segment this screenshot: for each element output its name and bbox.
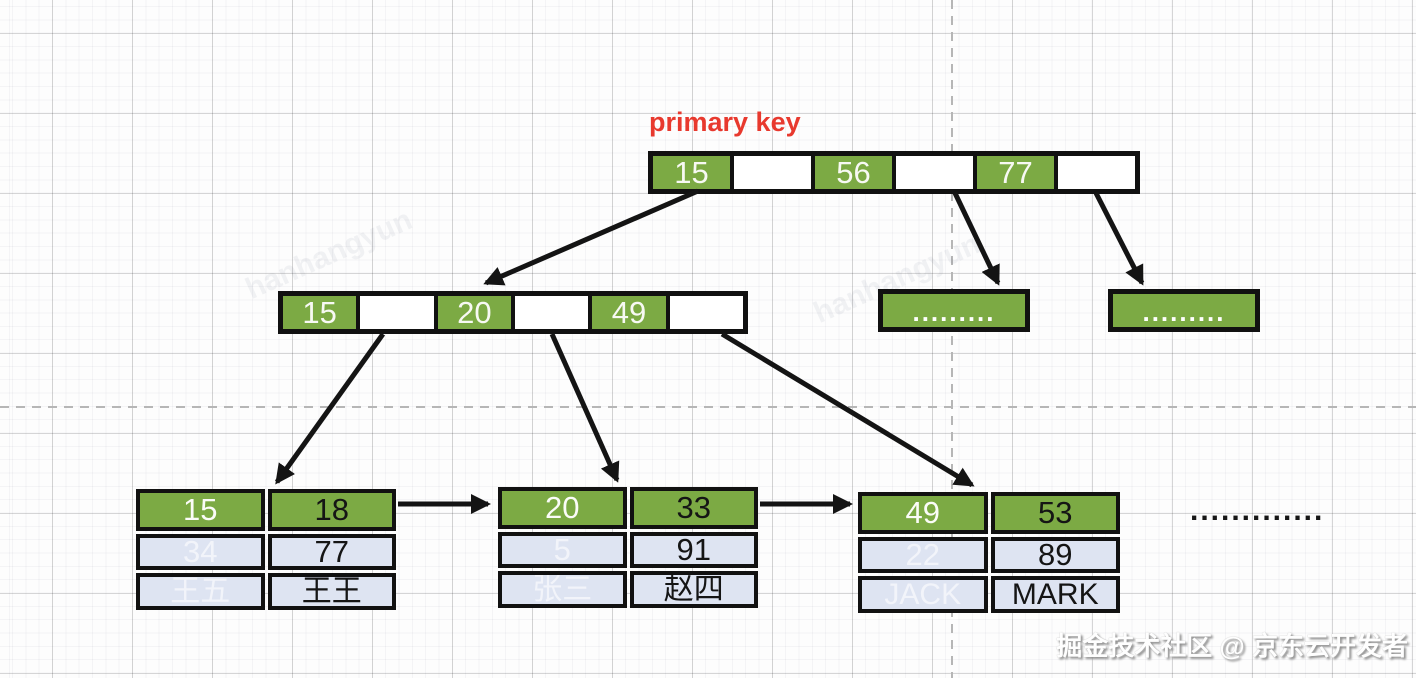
table-row: 34 77: [136, 534, 396, 570]
internal-node-pointer-cell: [669, 296, 743, 329]
arrow-internal-to-leaf3: [720, 331, 975, 488]
overflow-node-dots: .........: [1113, 294, 1255, 327]
table-row: 20 33: [498, 487, 758, 529]
leaf-cell: 张三: [498, 571, 627, 608]
table-row: 张三 赵四: [498, 571, 758, 608]
leaf-cell: 王王: [267, 573, 396, 610]
overflow-node-dots: .........: [883, 294, 1025, 327]
leaf-cell: 53: [990, 492, 1120, 534]
more-leaves-dots: .............: [1190, 494, 1325, 527]
overflow-node-right: .........: [1108, 289, 1260, 332]
leaf-cell: 22: [858, 537, 988, 573]
leaf-cell: 15: [136, 489, 265, 531]
internal-node-key-cell: 49: [592, 296, 666, 329]
root-node-pointer-cell: [1058, 156, 1135, 189]
leaf-table-3: 49 53 22 89 JACK MARK: [858, 492, 1120, 613]
leaf-cell: JACK: [858, 576, 988, 613]
internal-node-key-cell: 15: [283, 296, 357, 329]
leaf-cell: 34: [136, 534, 265, 570]
table-row: 49 53: [858, 492, 1120, 534]
table-row: 王五 王王: [136, 573, 396, 610]
leaf-cell: 89: [990, 537, 1120, 573]
leaf-table-1: 15 18 34 77 王五 王王: [136, 489, 396, 610]
table-row: 5 91: [498, 532, 758, 568]
leaf-table-2: 20 33 5 91 张三 赵四: [498, 487, 758, 608]
arrow-internal-to-leaf1: [274, 332, 386, 485]
table-row: 22 89: [858, 537, 1120, 573]
internal-node-key-cell: 20: [437, 296, 511, 329]
internal-node-pointer-cell: [514, 296, 589, 329]
credit-watermark: 掘金技术社区 @ 京东云开发者: [1056, 631, 1408, 661]
root-node-key-cell: 56: [815, 156, 892, 189]
leaf-cell: MARK: [990, 576, 1120, 613]
root-node-pointer-cell: [734, 156, 811, 189]
root-node-key-cell: 77: [977, 156, 1054, 189]
leaf-cell: 18: [267, 489, 396, 531]
internal-node: 15 20 49: [278, 291, 748, 334]
internal-node-pointer-cell: [360, 296, 434, 329]
overflow-node-left: .........: [878, 289, 1030, 332]
root-node-pointer-cell: [896, 156, 973, 189]
leaf-cell: 王五: [136, 573, 265, 610]
leaf-cell: 91: [629, 532, 758, 568]
table-row: 15 18: [136, 489, 396, 531]
arrow-root-to-overflow-right: [1093, 191, 1145, 286]
leaf-cell: 20: [498, 487, 627, 529]
table-row: JACK MARK: [858, 576, 1120, 613]
primary-key-label: primary key: [649, 107, 801, 137]
leaf-cell: 赵四: [629, 571, 758, 608]
leaf-cell: 49: [858, 492, 988, 534]
arrow-root-to-internal: [483, 188, 699, 286]
leaf-cell: 77: [267, 534, 396, 570]
arrow-internal-to-leaf2: [549, 332, 620, 483]
root-node-key-cell: 15: [653, 156, 730, 189]
leaf-cell: 33: [629, 487, 758, 529]
root-node: 15 56 77: [648, 151, 1140, 194]
leaf-cell: 5: [498, 532, 627, 568]
